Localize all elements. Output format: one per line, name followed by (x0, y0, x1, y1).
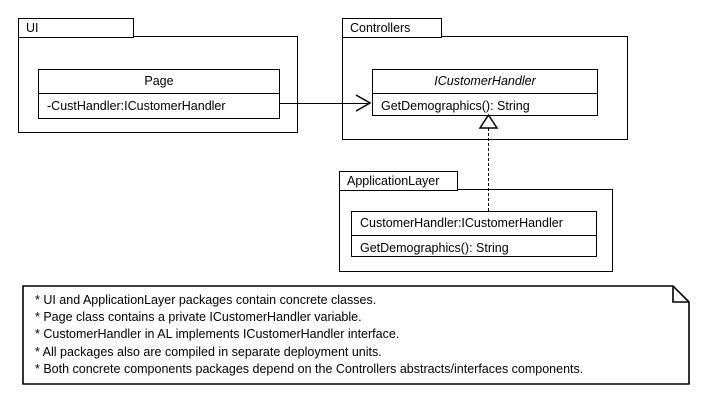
hollow-triangle-arrow-head-icon (478, 113, 499, 129)
class-customerhandler-operation: GetDemographics(): String (360, 240, 509, 255)
class-customerhandler[interactable]: CustomerHandler:ICustomerHandler GetDemo… (351, 211, 597, 257)
package-applicationlayer-tab[interactable]: ApplicationLayer (339, 171, 458, 191)
package-ui-label: UI (26, 20, 39, 35)
class-icustomerhandler-name: ICustomerHandler (373, 70, 597, 94)
note-line-2: * Page class contains a private ICustome… (35, 310, 362, 324)
class-page-attribute: -CustHandler:ICustomerHandler (47, 98, 226, 113)
package-controllers-label: Controllers (350, 20, 411, 35)
note-line-5: * Both concrete components packages depe… (35, 362, 584, 376)
class-icustomerhandler[interactable]: ICustomerHandler GetDemographics(): Stri… (372, 69, 598, 116)
note-line-3: * CustomerHandler in AL implements ICust… (35, 327, 400, 341)
package-ui-tab[interactable]: UI (18, 18, 134, 38)
class-page[interactable]: Page -CustHandler:ICustomerHandler (38, 69, 280, 119)
package-controllers-tab[interactable]: Controllers (342, 18, 442, 38)
open-arrow-head-icon (354, 94, 372, 112)
note-line-4: * All packages also are compiled in sepa… (35, 345, 382, 359)
note-line-1: * UI and ApplicationLayer packages conta… (35, 293, 377, 307)
note-box[interactable] (22, 285, 690, 385)
class-page-name: Page (39, 70, 279, 94)
package-applicationlayer-label: ApplicationLayer (347, 173, 440, 188)
realization-line-customerhandler-to-icustomerhandler (488, 128, 489, 211)
dependency-line-page-to-icustomerhandler (280, 103, 368, 104)
class-icustomerhandler-operation: GetDemographics(): String (381, 98, 530, 113)
class-customerhandler-name: CustomerHandler:ICustomerHandler (352, 212, 596, 236)
